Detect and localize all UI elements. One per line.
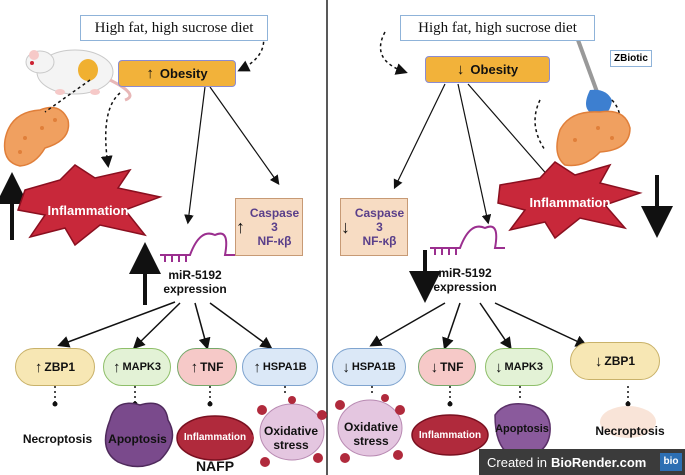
- mapk3-pill: ↓MAPK3: [485, 348, 553, 386]
- inflammation-burst: [17, 164, 163, 247]
- biorender-watermark[interactable]: Created in BioRender.com bio: [479, 449, 685, 475]
- up-arrow-icon: ↑: [146, 65, 154, 82]
- tnf-pill: ↑TNF: [177, 348, 237, 386]
- mirna-icon: [430, 225, 505, 255]
- mirna-name: miR-5192: [168, 268, 222, 282]
- mirna-label: miR-5192 expression: [140, 268, 250, 296]
- obesity-box: ↓ Obesity: [425, 56, 550, 83]
- inflammation-cell: [411, 414, 489, 456]
- zbp1-pill: ↓ZBP1: [570, 342, 660, 380]
- necroptosis-label: Necroptosis: [22, 432, 93, 446]
- up-arrow-icon: ↑: [112, 358, 121, 376]
- watermark-brand: BioRender.com: [550, 454, 647, 470]
- caspase-label: Caspase 3: [249, 206, 300, 234]
- biorender-logo-icon: bio: [660, 453, 682, 471]
- watermark-prefix: Created in: [487, 454, 547, 470]
- apoptosis-label: Apoptosis: [108, 432, 167, 446]
- down-arrow-icon: ↓: [341, 217, 350, 237]
- nfkb-label: NF-κβ: [362, 234, 397, 248]
- zbp1-pill: ↑ZBP1: [15, 348, 95, 386]
- necroptosis-label: Necroptosis: [595, 424, 665, 438]
- obesity-label: Obesity: [159, 66, 208, 81]
- up-arrow-icon: ↑: [236, 217, 245, 237]
- mirna-expression: expression: [433, 280, 497, 294]
- up-arrow-icon: ↑: [190, 358, 199, 376]
- inflammation-outcome-label: Inflammation: [183, 432, 247, 443]
- mirna-icon: [160, 232, 235, 262]
- up-arrow-icon: ↑: [253, 358, 261, 376]
- mirna-label: miR-5192 expression: [410, 266, 520, 294]
- zbiotic-label: ZBiotic: [610, 50, 652, 67]
- diet-box: High fat, high sucrose diet: [80, 15, 268, 41]
- caspase-label: Caspase 3: [354, 206, 405, 234]
- oxidative-stress-label: Oxidative stress: [343, 420, 399, 448]
- pancreas-icon: [556, 110, 631, 167]
- nafp-caption: NAFP: [195, 458, 235, 474]
- obesity-label: Obesity: [470, 62, 519, 77]
- inflammation-outcome-label: Inflammation: [418, 430, 482, 441]
- tnf-pill: ↓TNF: [418, 348, 476, 386]
- apoptosis-blob: [104, 402, 174, 468]
- hspa1b-pill: ↑HSPA1B: [242, 348, 318, 386]
- mirna-expression: expression: [163, 282, 227, 296]
- oxidative-stress-label: Oxidative stress: [263, 424, 319, 452]
- up-arrow-icon: ↑: [34, 358, 43, 376]
- obesity-box: ↑ Obesity: [118, 60, 236, 87]
- hspa1b-pill: ↓HSPA1B: [332, 348, 406, 386]
- diet-box: High fat, high sucrose diet: [400, 15, 595, 41]
- down-arrow-icon: ↓: [430, 358, 439, 376]
- down-arrow-icon: ↓: [494, 358, 503, 376]
- down-arrow-icon: ↓: [456, 61, 465, 78]
- mirna-name: miR-5192: [438, 266, 492, 280]
- apoptosis-label: Apoptosis: [495, 423, 549, 435]
- inflammation-label: Inflammation: [48, 203, 129, 218]
- down-arrow-icon: ↓: [342, 358, 350, 376]
- rat-icon: [25, 49, 132, 102]
- oxidative-stress-blob: [335, 394, 405, 463]
- inflammation-burst: [497, 161, 643, 240]
- down-arrow-icon: ↓: [594, 352, 603, 370]
- inflammation-label: Inflammation: [530, 195, 611, 210]
- oxidative-stress-blob: [246, 396, 327, 467]
- mapk3-pill: ↑MAPK3: [103, 348, 171, 386]
- pancreas-icon: [3, 106, 70, 167]
- nfkb-label: NF-κβ: [257, 234, 292, 248]
